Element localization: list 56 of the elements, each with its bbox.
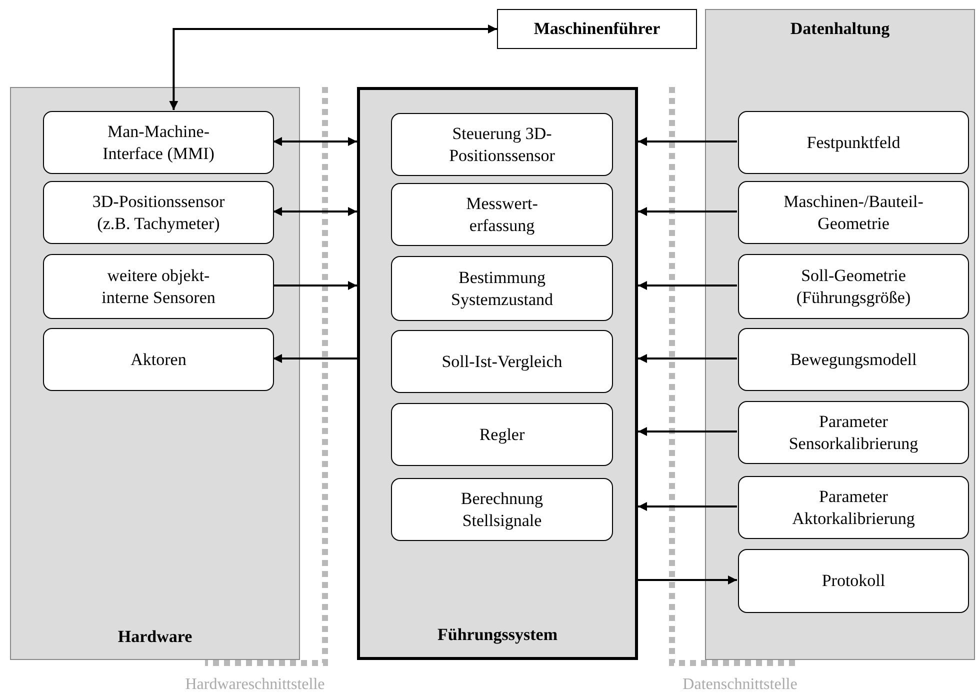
box-label: 3D-Positionssensor (z.B. Tachymeter)	[91, 191, 226, 234]
arrow	[273, 137, 357, 146]
group-panel	[705, 9, 975, 660]
box-label: Bestimmung Systemzustand	[450, 267, 554, 310]
box-label: Man-Machine-Interface (MMI)	[102, 121, 216, 164]
interface-label: Hardwareschnittstelle	[185, 676, 325, 694]
box-label: Aktoren	[130, 348, 186, 370]
panel-heading: Führungssystem	[436, 625, 558, 645]
arrow	[273, 281, 357, 290]
process-box	[391, 183, 613, 246]
process-box	[391, 256, 613, 321]
box-label: Bewegungsmodell	[790, 348, 917, 370]
process-box	[738, 328, 969, 391]
box-label: Maschinen-/Bauteil-Geometrie	[782, 191, 924, 234]
arrow	[638, 427, 737, 436]
process-box	[391, 403, 613, 466]
arrow	[273, 354, 357, 363]
box-label: weitere objekt-interne Sensoren	[100, 265, 216, 308]
panel-heading: Datenhaltung	[789, 19, 891, 39]
arrow	[638, 137, 737, 146]
process-box	[738, 111, 969, 174]
box-label: Regler	[479, 424, 525, 446]
box-label: Protokoll	[822, 570, 886, 592]
process-box	[391, 330, 613, 393]
arrow	[638, 354, 737, 363]
arrow	[273, 207, 357, 216]
process-box	[43, 111, 274, 174]
interface-label: Datenschnittstelle	[682, 676, 798, 694]
process-box	[738, 476, 969, 539]
box-label: Steuerung 3D-Positionssensor	[448, 123, 556, 166]
box-label: Parameter Aktorkalibrierung	[791, 486, 916, 529]
box-label: Maschinenführer	[534, 19, 660, 39]
arrow	[638, 576, 737, 584]
arrow	[638, 502, 737, 511]
box-label: Berechnung Stellsignale	[460, 488, 544, 531]
group-panel	[10, 87, 300, 660]
process-box	[738, 549, 969, 613]
process-box	[391, 478, 613, 541]
process-box	[391, 113, 613, 176]
box-label: Parameter Sensorkalibrierung	[788, 411, 920, 454]
group-panel	[357, 87, 638, 660]
process-box	[43, 254, 274, 319]
panel-heading: Hardware	[116, 627, 194, 647]
actor-box	[497, 9, 697, 49]
arrow	[638, 207, 737, 216]
box-label: Messwert-erfassung	[465, 193, 539, 236]
box-label: Festpunktfeld	[806, 132, 900, 154]
box-label: Soll-Ist-Vergleich	[442, 350, 562, 372]
process-box	[43, 328, 274, 391]
box-label: Soll-Geometrie (Führungsgröße)	[795, 265, 912, 308]
arrow	[169, 24, 497, 110]
arrow	[638, 281, 737, 290]
process-box	[738, 181, 969, 244]
process-box	[738, 254, 969, 319]
process-box	[43, 181, 274, 244]
process-box	[738, 401, 969, 464]
